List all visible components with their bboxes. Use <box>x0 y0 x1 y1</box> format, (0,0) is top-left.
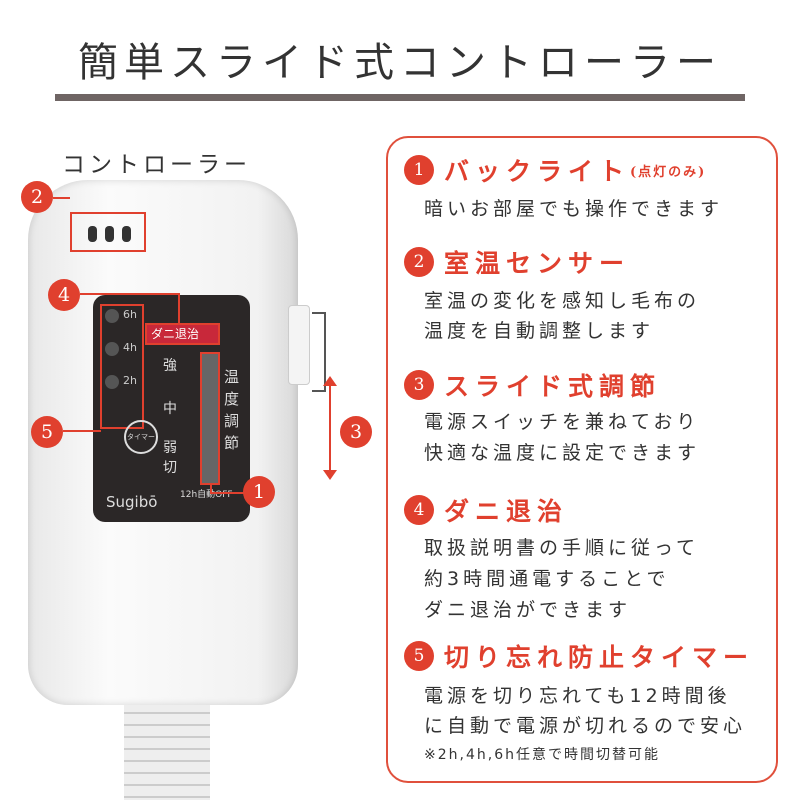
number-badge: 1 <box>404 155 434 185</box>
number-badge: 2 <box>404 247 434 277</box>
temperature-label: 温度調節 <box>224 368 240 452</box>
feature-note: ※2h,4h,6h任意で時間切替可能 <box>424 747 660 763</box>
feature-3-heading: 3 スライド式調節 <box>404 367 661 403</box>
feature-title: バックライト <box>444 157 631 186</box>
callout-line <box>80 293 180 295</box>
slider-bracket <box>312 312 326 392</box>
callout-2: 2 <box>21 181 53 213</box>
callout-4: 4 <box>48 279 80 311</box>
callout-line <box>63 430 101 432</box>
slider-knob[interactable] <box>288 305 310 385</box>
number-badge: 3 <box>404 370 434 400</box>
feature-text: 電源を切り忘れても12時間後 <box>424 685 731 707</box>
level-medium: 中 <box>163 401 177 417</box>
feature-1-heading: 1 バックライト(点灯のみ) <box>404 152 706 188</box>
callout-line <box>53 197 70 199</box>
led-6h <box>105 309 119 323</box>
feature-2-heading: 2 室温センサー <box>404 244 630 280</box>
feature-title: ダニ退治 <box>444 497 569 526</box>
feature-title: 切り忘れ防止タイマー <box>444 643 755 672</box>
feature-text: に自動で電源が切れるので安心 <box>424 715 747 737</box>
number-badge: 4 <box>404 495 434 525</box>
callout-line <box>210 492 245 494</box>
led-label: 2h <box>123 374 137 387</box>
vent-slot <box>122 226 131 242</box>
timer-button[interactable]: タイマー <box>124 420 158 454</box>
auto-off-label: 12h自動OFF <box>180 490 233 500</box>
feature-title: スライド式調節 <box>444 372 662 401</box>
brand-logo: Sugibō <box>106 493 158 511</box>
callout-5: 5 <box>31 416 63 448</box>
features-panel: 1 バックライト(点灯のみ) 暗いお部屋でも操作できます 2 室温センサー 室温の変… <box>386 136 778 783</box>
callout-line <box>178 293 180 323</box>
dani-label: ダニ退治 <box>145 323 220 345</box>
feature-4-heading: 4 ダニ退治 <box>404 492 568 528</box>
feature-5-heading: 5 切り忘れ防止タイマー <box>404 638 754 674</box>
power-cord <box>124 690 210 800</box>
led-label: 4h <box>123 341 137 354</box>
feature-text: ダニ退治ができます <box>424 599 632 621</box>
vent-slot <box>88 226 97 242</box>
timer-highlight <box>100 304 144 429</box>
callout-1: 1 <box>243 476 275 508</box>
feature-text: 電源スイッチを兼ねており <box>424 411 700 433</box>
led-2h <box>105 375 119 389</box>
led-label: 6h <box>123 308 137 321</box>
level-strong: 強 <box>163 358 177 374</box>
room-sensor-vents <box>70 212 146 252</box>
title-underline <box>55 94 745 101</box>
feature-suffix: (点灯のみ) <box>630 164 707 180</box>
feature-text: 取扱説明書の手順に従って <box>424 537 700 559</box>
feature-text: 暗いお部屋でも操作できます <box>424 198 724 220</box>
vent-slot <box>105 226 114 242</box>
feature-title: 室温センサー <box>444 249 631 278</box>
feature-text: 快適な温度に設定できます <box>424 442 701 464</box>
level-off: 切 <box>163 460 177 476</box>
feature-text: 温度を自動調整します <box>424 320 655 342</box>
controller-label: コントローラー <box>62 152 251 178</box>
callout-line <box>210 485 212 493</box>
number-badge: 5 <box>404 641 434 671</box>
feature-text: 室温の変化を感知し毛布の <box>424 290 701 312</box>
page-title: 簡単スライド式コントローラー <box>78 40 722 86</box>
led-4h <box>105 342 119 356</box>
feature-text: 約3時間通電することで <box>424 568 670 590</box>
callout-3: 3 <box>340 416 372 448</box>
level-weak: 弱 <box>163 440 177 456</box>
temperature-slider[interactable] <box>200 352 220 485</box>
slide-arrow-icon <box>323 376 337 480</box>
